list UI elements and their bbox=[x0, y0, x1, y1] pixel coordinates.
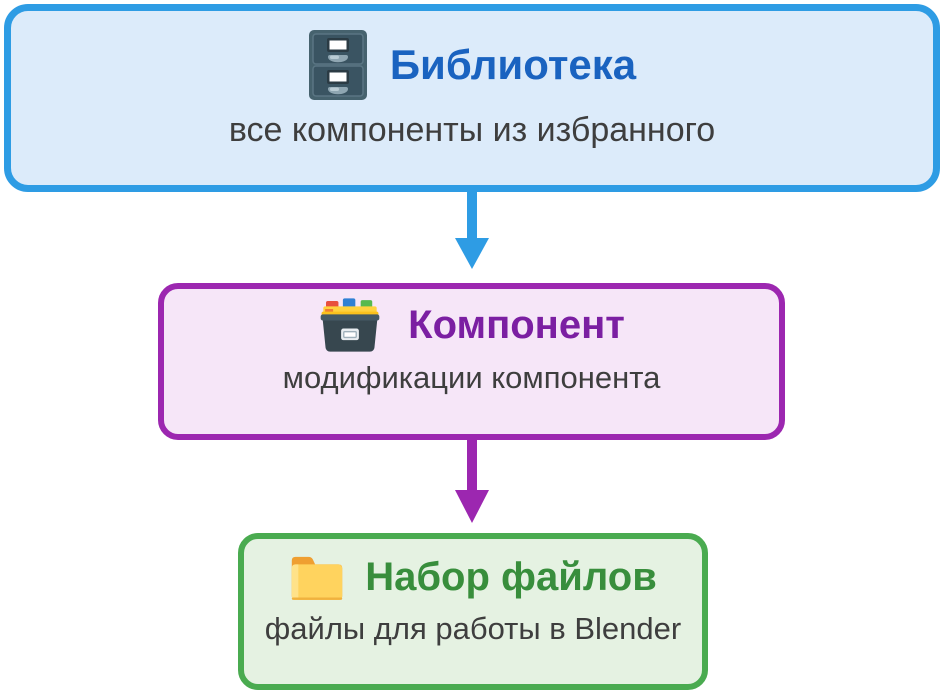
card-file-box-icon bbox=[318, 297, 382, 353]
node-fileset-subtitle: файлы для работы в Blender bbox=[264, 611, 682, 646]
node-component: Компонент модификации компонента bbox=[158, 283, 785, 440]
node-library-header: Библиотека bbox=[308, 29, 636, 101]
node-component-title: Компонент bbox=[408, 303, 625, 347]
node-fileset-header: Набор файлов bbox=[289, 552, 657, 601]
folder-icon bbox=[289, 552, 345, 601]
node-fileset-title: Набор файлов bbox=[365, 554, 657, 599]
node-component-header: Компонент bbox=[318, 297, 625, 353]
node-library-title: Библиотека bbox=[389, 40, 637, 88]
file-cabinet-icon bbox=[308, 29, 368, 101]
arrow-component-to-fileset bbox=[455, 440, 489, 523]
node-library-subtitle: все компоненты из избранного bbox=[228, 111, 716, 149]
node-library: Библиотека все компоненты из избранного bbox=[4, 4, 940, 192]
node-fileset: Набор файлов файлы для работы в Blender bbox=[238, 533, 708, 690]
arrow-library-to-component bbox=[455, 192, 489, 269]
node-component-subtitle: модификации компонента bbox=[282, 360, 661, 395]
